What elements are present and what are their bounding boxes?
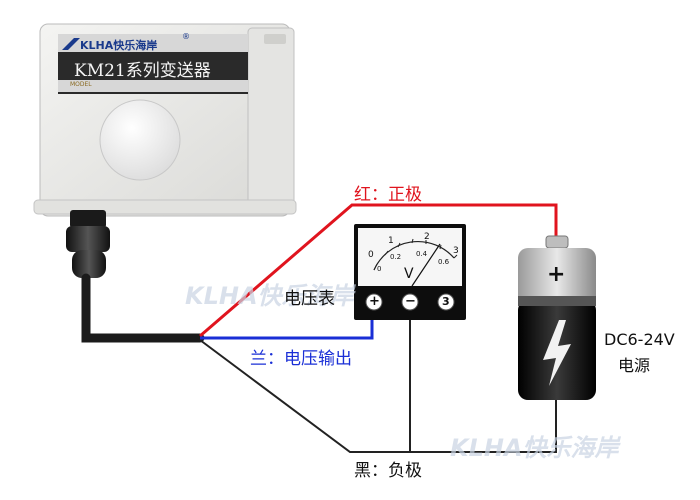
model-title: KM21系列变送器 [74,61,211,81]
terminal-plus [365,293,383,311]
terminal-minus-label: − [405,294,416,309]
black-wire-battery [410,398,557,453]
light-sensor-dome [99,99,181,181]
cable-gland [66,210,110,278]
scale-bottom-3: 0.6 [438,258,450,266]
scale-top-2: 2 [424,232,430,242]
sensor-cable [81,273,205,343]
black-wire-label: 黑：负极 [354,461,422,481]
terminal-plus-label: + [369,294,380,309]
black-wire [199,302,411,453]
brand-logo-icon [62,38,80,50]
registered-mark: ® [182,32,190,41]
scale-top-3: 3 [453,246,459,256]
battery-voltage-label: DC6-24V [604,330,675,349]
scale-top-1: 1 [388,236,394,246]
meter-unit: V [404,266,414,282]
voltmeter [354,224,466,320]
terminal-three-label: 3 [442,295,450,308]
brand-text: KLHA快乐海岸 [80,39,158,52]
scale-top-0: 0 [368,250,374,260]
battery-plus-icon: + [547,262,566,287]
blue-wire-label: 兰：电压输出 [250,349,352,369]
scale-bottom-0: 0 [377,265,382,273]
voltmeter-label: 电压表 [284,289,335,309]
watermark-middle: KLHA快乐海岸 [185,282,354,310]
terminal-three [437,293,455,311]
watermark-bottom: KLHA快乐海岸 [450,434,619,462]
battery [518,235,596,400]
terminal-minus [401,293,419,311]
meter-needle [411,243,441,287]
red-wire [199,203,558,338]
scale-bottom-2: 0.4 [416,250,428,258]
lightning-icon [543,320,571,386]
meter-arc [373,240,455,271]
scale-bottom-1: 0.2 [390,253,402,261]
battery-power-label: 电源 [618,356,651,375]
red-wire-label: 红：正极 [354,185,422,205]
meter-ticks [373,238,458,271]
model-small-label: MODEL [70,81,92,88]
sensor-box [33,23,297,217]
